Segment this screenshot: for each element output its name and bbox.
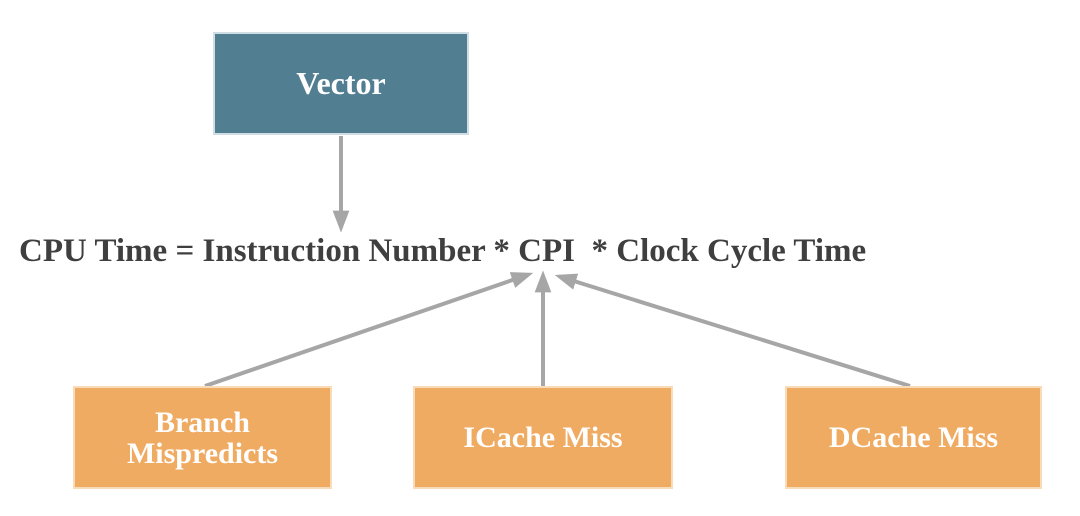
arrow-dcache-to-cpi xyxy=(554,273,911,388)
dcache-miss-label: DCache Miss xyxy=(828,421,999,454)
icache-miss-label: ICache Miss xyxy=(463,421,623,454)
vector-node-label: Vector xyxy=(296,65,386,101)
arrow-branch-to-cpi xyxy=(204,272,534,388)
icache-miss-node: ICache Miss xyxy=(413,386,673,489)
vector-node: Vector xyxy=(213,32,469,135)
branch-mispredicts-node: Branch Mispredicts xyxy=(73,386,332,489)
branch-mispredicts-label: Branch Mispredicts xyxy=(126,405,279,470)
cpu-time-equation: CPU Time = Instruction Number * CPI * Cl… xyxy=(19,233,867,269)
dcache-miss-node: DCache Miss xyxy=(785,386,1042,489)
